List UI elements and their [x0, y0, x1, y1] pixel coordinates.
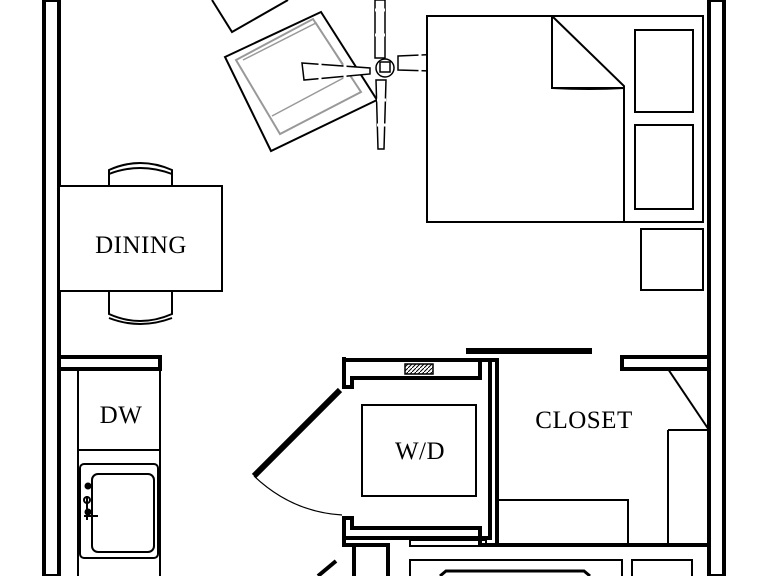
lounge-chair [223, 10, 379, 153]
dishwasher-label: DW [100, 402, 143, 429]
bed [426, 15, 704, 291]
dining-chair-bottom [108, 291, 173, 322]
closet-label: CLOSET [535, 407, 632, 434]
pillow-bottom [634, 124, 694, 210]
lounge-chair-top [211, 0, 289, 34]
washer-dryer-unit [361, 404, 477, 497]
laundry-walls [344, 358, 499, 545]
right-exterior-wall [707, 0, 726, 576]
laundry-door [251, 387, 343, 516]
pillow-top [634, 29, 694, 113]
dining-label: DINING [95, 232, 187, 259]
left-exterior-wall [42, 0, 61, 576]
closet [497, 368, 710, 547]
kitchen-top-wall [57, 355, 162, 371]
vent [404, 363, 434, 375]
nightstand [640, 228, 704, 291]
washer-dryer-label: W/D [395, 438, 445, 465]
dining-chair-top [108, 162, 173, 186]
bath-fixtures [316, 539, 693, 576]
kitchen-counter [77, 369, 161, 576]
dining-table-set [58, 162, 223, 325]
dining-table [58, 185, 223, 292]
closet-right-wall [620, 355, 711, 371]
kitchen-sink [79, 463, 159, 559]
